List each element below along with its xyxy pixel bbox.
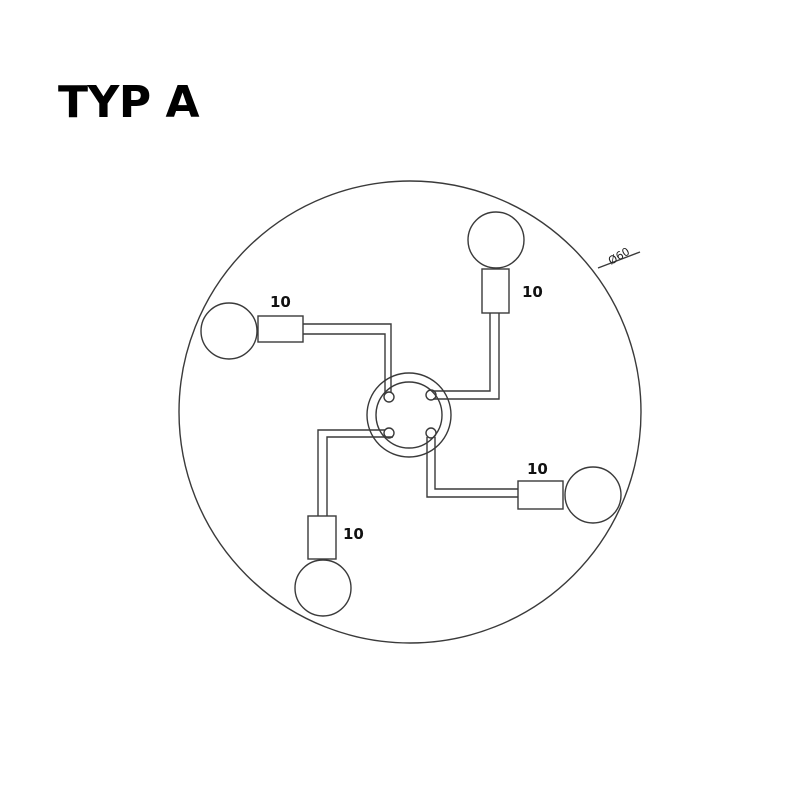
arm-length-label-top: 10: [522, 283, 543, 301]
arm-length-label-left: 10: [270, 293, 291, 311]
hub-connector-lower-right: [425, 427, 437, 439]
arm-bottom: [317, 429, 393, 516]
page-title: TYP A: [58, 77, 200, 128]
arm-top: [433, 313, 500, 400]
arm-left: [303, 323, 392, 394]
hub-connector-upper-left: [383, 391, 395, 403]
bulb-top: [467, 211, 525, 269]
bulb-right: [564, 466, 622, 524]
diameter-leader: [597, 251, 641, 269]
lamp-socket-left: [257, 315, 304, 343]
bulb-left: [200, 302, 258, 360]
arm-length-label-bottom: 10: [343, 525, 364, 543]
lamp-socket-bottom: [307, 515, 337, 560]
diameter-label: Ø60: [606, 245, 632, 268]
central-hub-inner: [375, 381, 443, 449]
central-hub-outer: [366, 372, 452, 458]
canopy-plate: [178, 180, 642, 644]
lamp-socket-top: [481, 268, 510, 314]
lamp-socket-right: [517, 480, 564, 510]
hub-connector-upper-right: [425, 389, 437, 401]
hub-connector-lower-left: [383, 427, 395, 439]
arm-length-label-right: 10: [527, 460, 548, 478]
bulb-bottom: [294, 559, 352, 617]
arm-right: [426, 437, 518, 498]
